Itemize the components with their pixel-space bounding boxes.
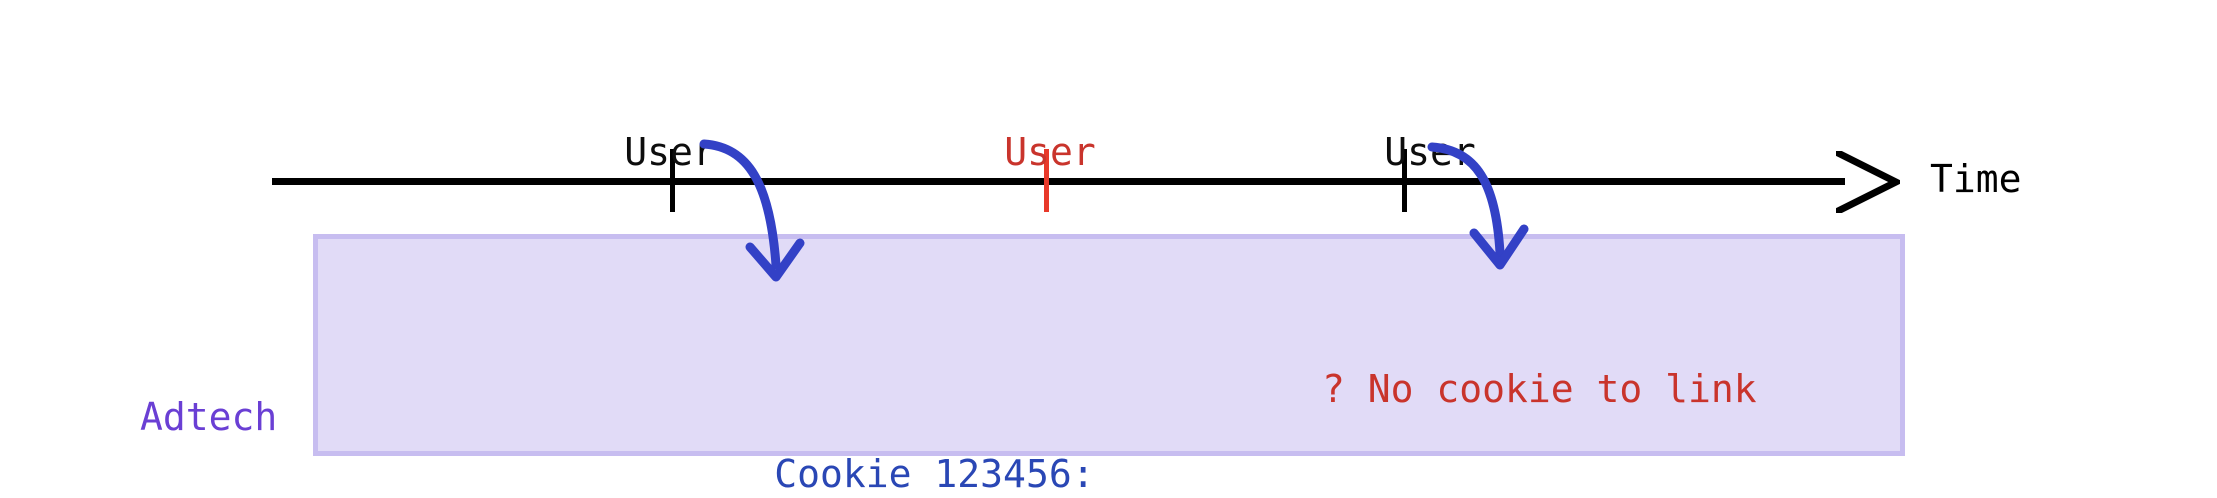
adtech-server-label-line1: Adtech [140,395,278,439]
log-entry-no-conversion: ? No cookie to link this conversion to ⇒… [1322,277,1757,498]
arrow-right-icon [1833,148,1904,216]
event-caption-line1: User [1004,130,1096,174]
event-caption-line1: User [624,130,716,174]
event-caption-line1: User [1384,130,1476,174]
tick-clear-data [1044,149,1049,212]
log-line: ? No cookie to link [1322,367,1757,411]
log-line: Cookie 123456: [637,407,1095,498]
axis-label-time: Time [1930,157,2022,201]
adtech-server-band [313,234,1905,456]
log-line-plain: Cookie 123456: [774,452,1095,496]
tick-ad-click [670,149,675,212]
tick-conversion [1402,149,1407,212]
timeline-axis-line [272,178,1845,185]
log-entry-cookie: Cookie 123456: Ad clicked [637,317,1095,498]
adtech-server-label: Adtech server [140,295,305,498]
